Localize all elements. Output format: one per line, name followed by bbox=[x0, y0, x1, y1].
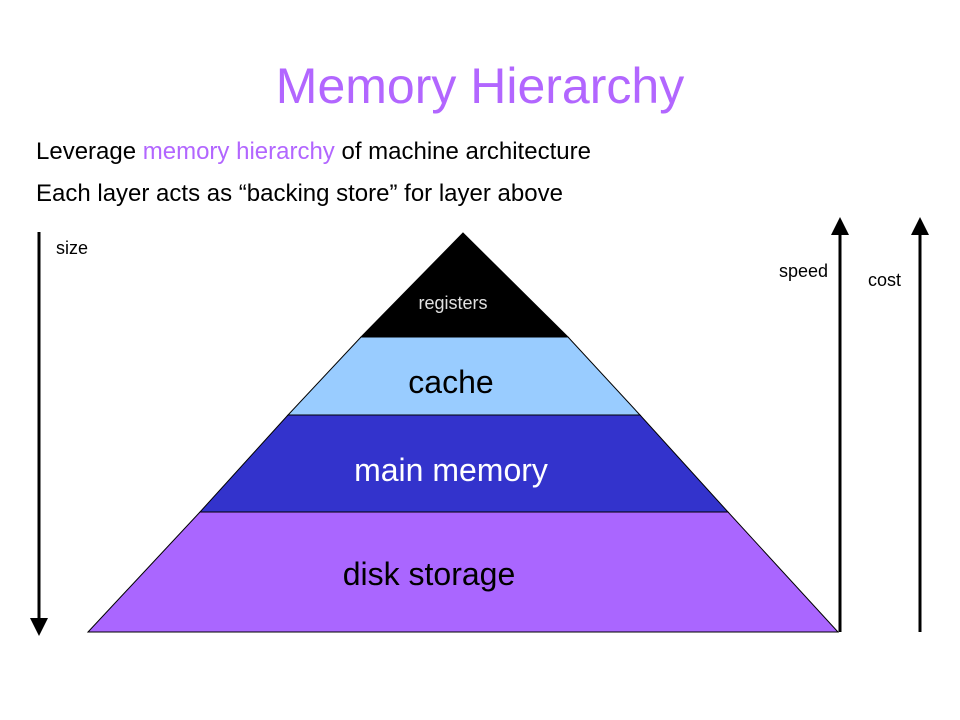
layer-label-registers: registers bbox=[418, 293, 487, 313]
layer-label-main-memory: main memory bbox=[354, 452, 548, 488]
slide-title: Memory Hierarchy bbox=[275, 58, 685, 114]
bullet-line-2: Each layer acts as “backing store” for l… bbox=[36, 180, 563, 207]
layer-label-disk-storage: disk storage bbox=[343, 556, 516, 592]
bullet-1-text-start: Leverage bbox=[36, 138, 143, 165]
size-axis-label: size bbox=[56, 238, 89, 258]
pyramid-layer-registers bbox=[359, 232, 570, 338]
pyramid-layer-disk-storage bbox=[86, 511, 840, 633]
bullet-1-highlight: memory hierarchy bbox=[142, 138, 335, 165]
cost-axis-label: cost bbox=[868, 270, 902, 290]
speed-axis-label: speed bbox=[779, 261, 829, 281]
layer-label-cache: cache bbox=[408, 364, 493, 400]
bullet-1-text-end: of machine architecture bbox=[334, 138, 591, 165]
bullet-line-1: Leverage memory hierarchy of machine arc… bbox=[36, 137, 591, 167]
